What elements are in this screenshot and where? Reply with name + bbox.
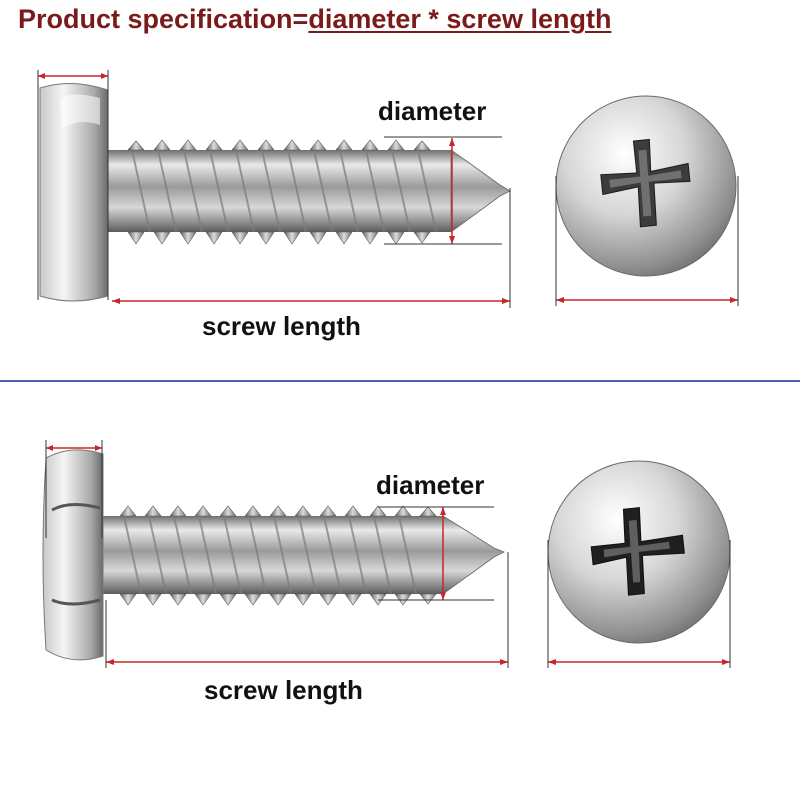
screw-side-view-bottom xyxy=(42,449,505,661)
title-prefix: Product specification= xyxy=(18,4,309,34)
thread-ridges xyxy=(119,505,437,606)
panel-divider xyxy=(0,380,800,382)
dimension-lines-bottom xyxy=(45,440,731,668)
screw-head-top-view-top xyxy=(555,95,737,277)
screw-head-top-view-bottom xyxy=(547,460,731,644)
diameter-label: diameter xyxy=(376,470,485,500)
thread-ridges xyxy=(127,139,431,245)
title-formula: diameter * screw length xyxy=(308,4,612,34)
screw-side-view-top xyxy=(39,82,511,302)
page-title: Product specification=diameter * screw l… xyxy=(18,4,611,35)
screw-length-label: screw length xyxy=(204,675,363,705)
dimension-lines-top xyxy=(37,70,739,308)
diameter-label: diameter xyxy=(378,96,487,126)
screw-length-label: screw length xyxy=(202,311,361,341)
